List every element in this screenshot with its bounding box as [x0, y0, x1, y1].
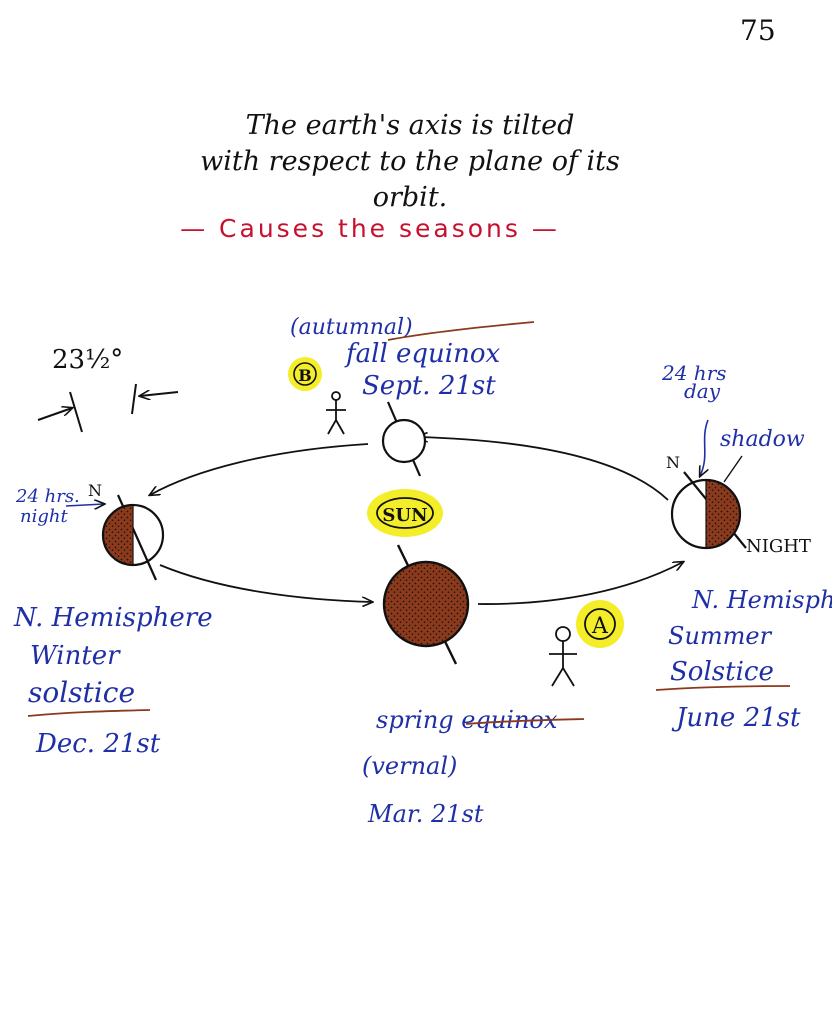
marker-a-letter: A: [591, 614, 609, 639]
winter-hemisphere: N. Hemisphere: [13, 603, 213, 633]
heading-line-3: orbit.: [372, 182, 448, 213]
heading-line-1: The earth's axis is tilted: [245, 110, 575, 141]
winter-night-note-line1: 24 hrs.: [15, 486, 80, 507]
marker-a: A: [576, 600, 624, 648]
page-number: 75: [740, 14, 776, 47]
winter-night-note-line2: night: [20, 506, 68, 527]
marker-b: B: [288, 357, 322, 391]
orbit-arc-bottom-right: [477, 562, 683, 605]
marker-b-letter: B: [298, 366, 312, 385]
orbit-arc-top-left: [150, 443, 369, 495]
spring-alt-name: (vernal): [362, 752, 457, 780]
subheading: — Causes the seasons —: [180, 214, 560, 243]
summer-day-note-line1: 24 hrs: [661, 361, 727, 385]
winter-underline: [27, 709, 151, 717]
summer-north-label: N: [666, 453, 680, 472]
summer-event: Solstice: [670, 657, 774, 687]
summer-date: June 21st: [671, 703, 801, 733]
spring-date: Mar. 21st: [367, 800, 484, 828]
earth-fall-equinox: [381, 401, 427, 477]
summer-night-label: NIGHT: [746, 536, 811, 557]
spring-underline: [465, 718, 585, 725]
summer-underline: [655, 685, 791, 691]
orbit-arc-bottom-left: [159, 564, 372, 602]
winter-north-label: N: [88, 481, 102, 500]
sun-label: SUN: [382, 505, 427, 526]
earth-winter-solstice: [101, 494, 165, 581]
person-b-figure: [326, 391, 346, 435]
heading: The earth's axis is tilted with respect …: [120, 108, 700, 216]
fall-date: Sept. 21st: [362, 371, 496, 401]
earth-spring-equinox: [382, 544, 470, 665]
tilt-angle-label: 23½°: [52, 345, 123, 375]
orbit-arc-top-right: [418, 437, 669, 501]
earth-summer-solstice: [670, 471, 747, 550]
person-a-figure: [549, 626, 577, 687]
fall-underline: [387, 321, 535, 341]
summer-season: Summer: [668, 622, 773, 650]
winter-date: Dec. 21st: [35, 729, 161, 759]
fall-alt-name: (autumnal): [290, 315, 413, 340]
winter-event: solstice: [28, 676, 135, 709]
summer-hemisphere: N. Hemisphere: [691, 586, 832, 614]
winter-season: Winter: [30, 641, 121, 671]
summer-day-note-line2: day: [684, 379, 721, 403]
sun: SUN: [367, 489, 443, 537]
tilt-angle-indicator: 23½°: [37, 345, 179, 433]
heading-line-2: with respect to the plane of its: [200, 146, 620, 177]
fall-equinox-name: fall equinox: [344, 339, 501, 369]
summer-shadow-label: shadow: [720, 427, 805, 452]
